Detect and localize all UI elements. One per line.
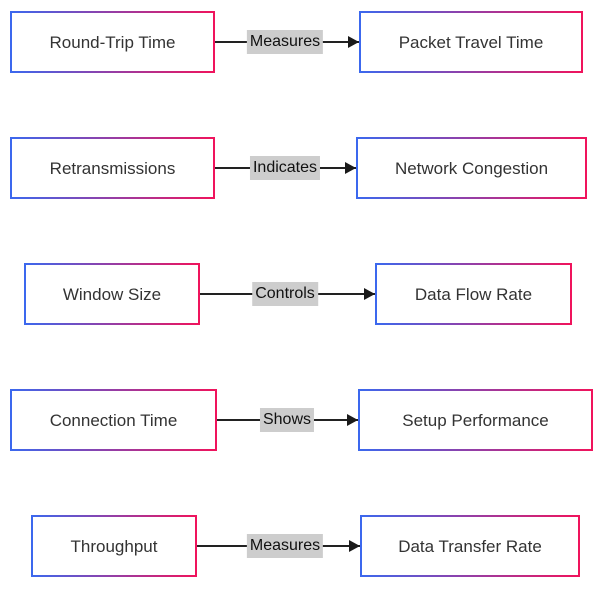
target-node-data-transfer-rate: Data Transfer Rate [360,515,580,577]
source-node-connection-time: Connection Time [10,389,217,451]
arrowhead-icon [345,162,356,174]
target-node-data-flow-rate: Data Flow Rate [375,263,572,325]
source-node-throughput: Throughput [31,515,197,577]
node-label: Window Size [62,284,162,304]
arrowhead-icon [349,540,360,552]
node-label: Data Transfer Rate [398,536,542,556]
edge-label: Shows [259,408,315,432]
node-label: Retransmissions [49,158,176,178]
source-node-round-trip-time: Round-Trip Time [10,11,215,73]
edge-label: Controls [252,282,318,306]
node-label: Throughput [70,536,158,556]
source-node-retransmissions: Retransmissions [10,137,215,199]
node-label: Round-Trip Time [49,32,176,52]
arrowhead-icon [364,288,375,300]
target-node-packet-travel-time: Packet Travel Time [359,11,583,73]
node-label: Setup Performance [402,410,549,430]
target-node-setup-performance: Setup Performance [358,389,593,451]
node-label: Connection Time [49,410,178,430]
node-label: Data Flow Rate [414,284,533,304]
arrowhead-icon [348,36,359,48]
source-node-window-size: Window Size [24,263,200,325]
node-label: Network Congestion [394,158,549,178]
node-label: Packet Travel Time [398,32,544,52]
edge-label: Measures [246,30,324,54]
edge-label: Indicates [249,156,321,180]
edge-label: Measures [246,534,324,558]
target-node-network-congestion: Network Congestion [356,137,587,199]
arrowhead-icon [347,414,358,426]
